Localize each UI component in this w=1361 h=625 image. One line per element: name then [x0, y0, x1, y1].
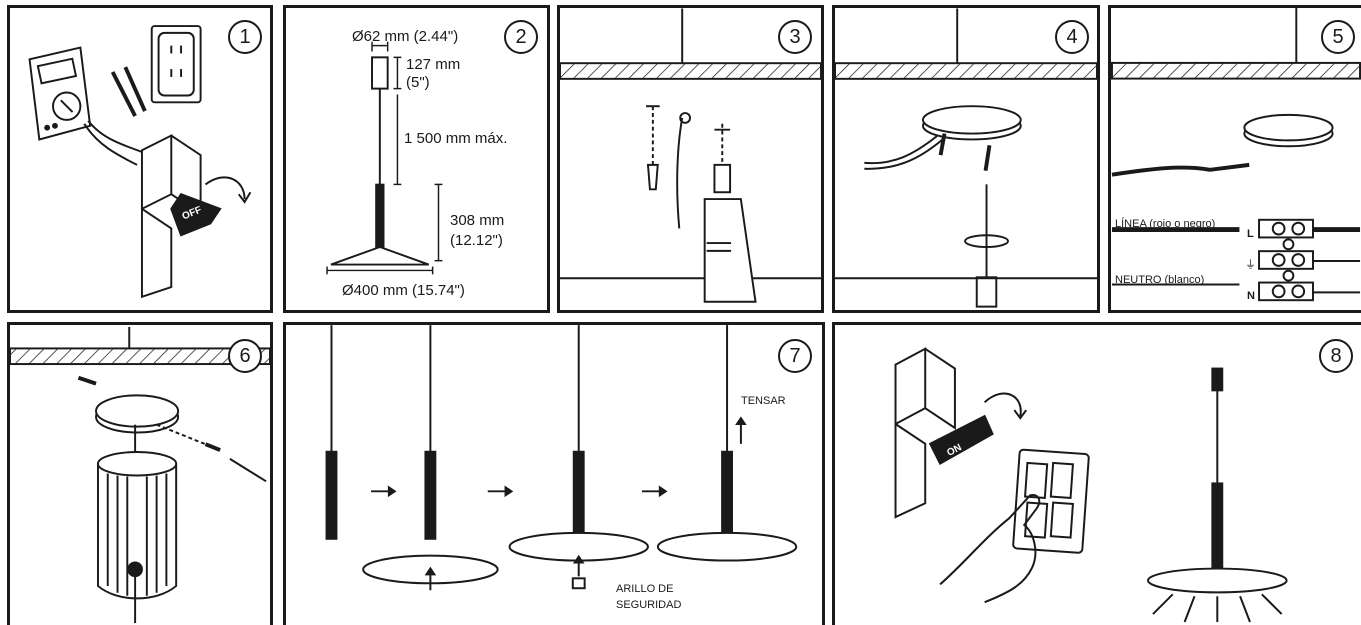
multimeter-and-switch-illustration [28, 25, 252, 299]
step-number-badge: 8 [1319, 339, 1353, 373]
ceiling-hatch [560, 62, 821, 80]
canopy-mounting-illustration [835, 8, 1097, 308]
shade-shape [330, 245, 430, 266]
step-number-badge: 1 [228, 20, 262, 54]
step-6-panel: 6 [7, 322, 273, 625]
canopy-shape [371, 56, 389, 90]
switch-panel-icon [140, 133, 252, 299]
canopy-height-inch-label: (5") [406, 74, 430, 91]
step-number-badge: 6 [228, 339, 262, 373]
safety-ring-label-line1: ARILLO DE [616, 583, 674, 595]
safety-ring-label-line2: SEGURIDAD [616, 599, 682, 611]
body-height-inch-label: (12.12") [450, 232, 503, 249]
shade-assembly-illustration [325, 325, 798, 591]
line-wire-label: LÍNEA (rojo o negro) [1115, 218, 1216, 230]
ground-symbol: ⏚ [1245, 259, 1256, 271]
switch-on-illustration [894, 347, 1288, 623]
multimeter-icon [28, 46, 147, 166]
step-3-panel: 3 [557, 5, 824, 313]
shade-diameter-label: Ø400 mm (15.74") [342, 282, 465, 299]
drilling-illustration [560, 8, 821, 303]
neutral-terminal-label: N [1247, 290, 1255, 302]
dimension-diagram [326, 41, 443, 275]
canopy-diameter-label: Ø62 mm (2.44") [352, 28, 459, 45]
body-height-label: 308 mm [450, 212, 505, 229]
tension-label: TENSAR [741, 395, 786, 407]
body-attachment-illustration [10, 326, 270, 624]
step-7-panel: 7 TENSAR ARILLO DE SEGURIDAD [283, 322, 825, 625]
canopy-height-label: 127 mm [406, 56, 461, 73]
step-number-badge: 4 [1055, 20, 1089, 54]
neutral-wire-label: NEUTRO (blanco) [1115, 274, 1205, 286]
cable-length-label: 1 500 mm máx. [404, 130, 508, 147]
step-5-panel: 5 LÍNEA (rojo o negro) L ⏚ NEUTRO (blanc… [1108, 5, 1361, 313]
step-number-badge: 7 [778, 339, 812, 373]
line-terminal-label: L [1247, 228, 1254, 240]
step-number-badge: 2 [504, 20, 538, 54]
step-2-panel: 2 Ø62 mm (2.44") 127 mm (5") 1 500 mm má… [283, 5, 550, 313]
step-1-panel: 1 OFF [7, 5, 273, 313]
step-8-panel: 8 ON [832, 322, 1361, 625]
wall-outlet-icon [150, 25, 202, 104]
step-number-badge: 5 [1321, 20, 1355, 54]
wiring-illustration [1111, 8, 1361, 302]
step-4-panel: 4 [832, 5, 1100, 313]
step-number-badge: 3 [778, 20, 812, 54]
